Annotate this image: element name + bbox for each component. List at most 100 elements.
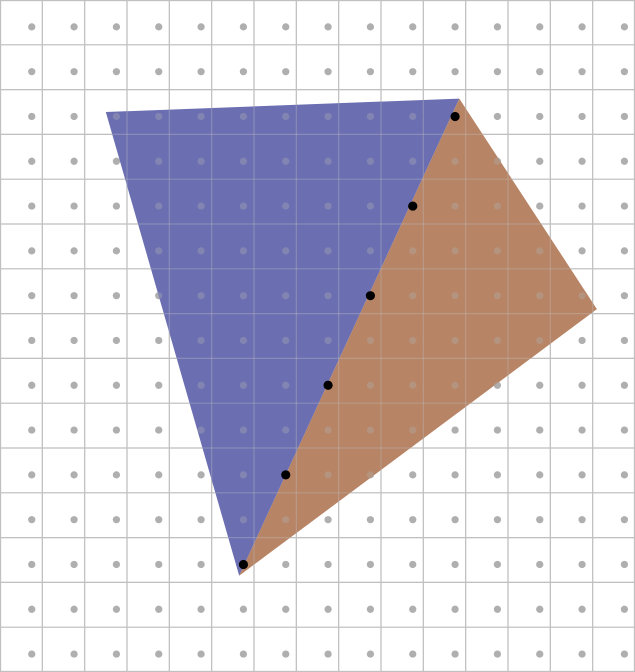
grid-dot: [493, 650, 502, 658]
grid-dot: [578, 112, 586, 121]
grid-dot: [578, 471, 586, 479]
grid-dot: [409, 605, 417, 613]
grid-dot: [28, 426, 36, 434]
grid-dot: [536, 426, 544, 434]
grid-dot: [620, 202, 629, 210]
grid-dot: [578, 605, 586, 613]
grid-dot: [409, 381, 417, 389]
grid-dot: [578, 336, 586, 345]
grid-dot: [70, 471, 78, 479]
grid-dot: [282, 426, 290, 434]
grid-dot: [409, 560, 417, 569]
grid-dot: [620, 247, 629, 255]
grid-dot: [451, 650, 459, 658]
grid-dot: [112, 381, 121, 389]
grid-dot: [324, 516, 332, 524]
grid-dot: [620, 471, 629, 479]
grid-dot: [366, 157, 375, 165]
grid-dot: [197, 23, 205, 31]
grid-dot: [112, 157, 121, 165]
grid-dot: [282, 650, 290, 658]
grid-dot: [409, 605, 417, 613]
brown-triangle: [239, 98, 597, 576]
grid-dot: [536, 157, 544, 165]
grid-dot: [620, 650, 629, 658]
grid-dot: [366, 247, 375, 255]
grid-dot: [324, 471, 332, 479]
grid-dot: [451, 516, 459, 524]
grid-dot: [578, 650, 586, 658]
grid-dot: [282, 650, 290, 658]
grid-dot: [112, 157, 121, 165]
grid-dot: [28, 471, 36, 479]
grid-dot: [493, 202, 502, 210]
grid-dot: [324, 68, 332, 76]
grid-dot: [578, 68, 586, 76]
grid-dot: [366, 605, 375, 613]
grid-dot: [70, 426, 78, 434]
grid-dot: [409, 292, 417, 300]
grid-dot: [70, 247, 78, 255]
grid-dot: [155, 23, 163, 31]
grid-dot: [28, 292, 36, 300]
grid-dot: [409, 426, 417, 434]
grid-dot: [620, 516, 629, 524]
grid-dot: [239, 336, 248, 345]
grid-dot: [409, 516, 417, 524]
grid-dot: [197, 68, 205, 76]
grid-dot: [409, 516, 417, 524]
grid-dot: [282, 68, 290, 76]
grid-dot: [578, 426, 586, 434]
grid-dot: [493, 112, 502, 121]
grid-dot: [620, 112, 629, 121]
grid-dot: [70, 381, 78, 389]
grid-dot: [239, 650, 248, 658]
grid-dot: [366, 23, 375, 31]
grid-dot: [409, 112, 417, 121]
grid-dot: [620, 112, 629, 121]
grid-dot: [578, 381, 586, 389]
grid-dot: [282, 112, 290, 121]
grid-dot: [324, 292, 332, 300]
grid-dot: [239, 112, 248, 121]
grid-dot: [536, 23, 544, 31]
grid-dot: [70, 560, 78, 569]
grid-dot: [409, 68, 417, 76]
grid-dot: [366, 336, 375, 345]
grid-dot: [28, 650, 36, 658]
grid-dot: [239, 23, 248, 31]
grid-dot: [28, 247, 36, 255]
grid-dot: [28, 292, 36, 300]
grid-dot: [451, 426, 459, 434]
grid-dot: [155, 247, 163, 255]
grid-dot: [112, 516, 121, 524]
grid-dot: [282, 560, 290, 569]
grid-dot: [620, 68, 629, 76]
grid-dot: [578, 560, 586, 569]
grid-dot: [620, 381, 629, 389]
grid-dot: [28, 247, 36, 255]
grid-dot: [366, 516, 375, 524]
lattice-point: [365, 291, 376, 301]
grid-dot: [155, 605, 163, 613]
grid-dot: [70, 112, 78, 121]
grid-dot: [620, 560, 629, 569]
grid-dot: [409, 336, 417, 345]
grid-dot: [324, 247, 332, 255]
grid-dot: [28, 23, 36, 31]
grid-dot: [197, 292, 205, 300]
grid-dot: [409, 471, 417, 479]
grid-dot: [578, 112, 586, 121]
lattice-point: [408, 201, 418, 211]
grid-dot: [197, 112, 205, 121]
grid-dot: [324, 650, 332, 658]
grid-dot: [197, 381, 205, 389]
grid-dot: [239, 605, 248, 613]
grid-dot: [620, 381, 629, 389]
grid-dot: [155, 23, 163, 31]
grid-dot: [70, 336, 78, 345]
grid-dot: [493, 68, 502, 76]
grid-dot: [239, 68, 248, 76]
grid-dot: [620, 23, 629, 31]
grid-dot: [70, 650, 78, 658]
